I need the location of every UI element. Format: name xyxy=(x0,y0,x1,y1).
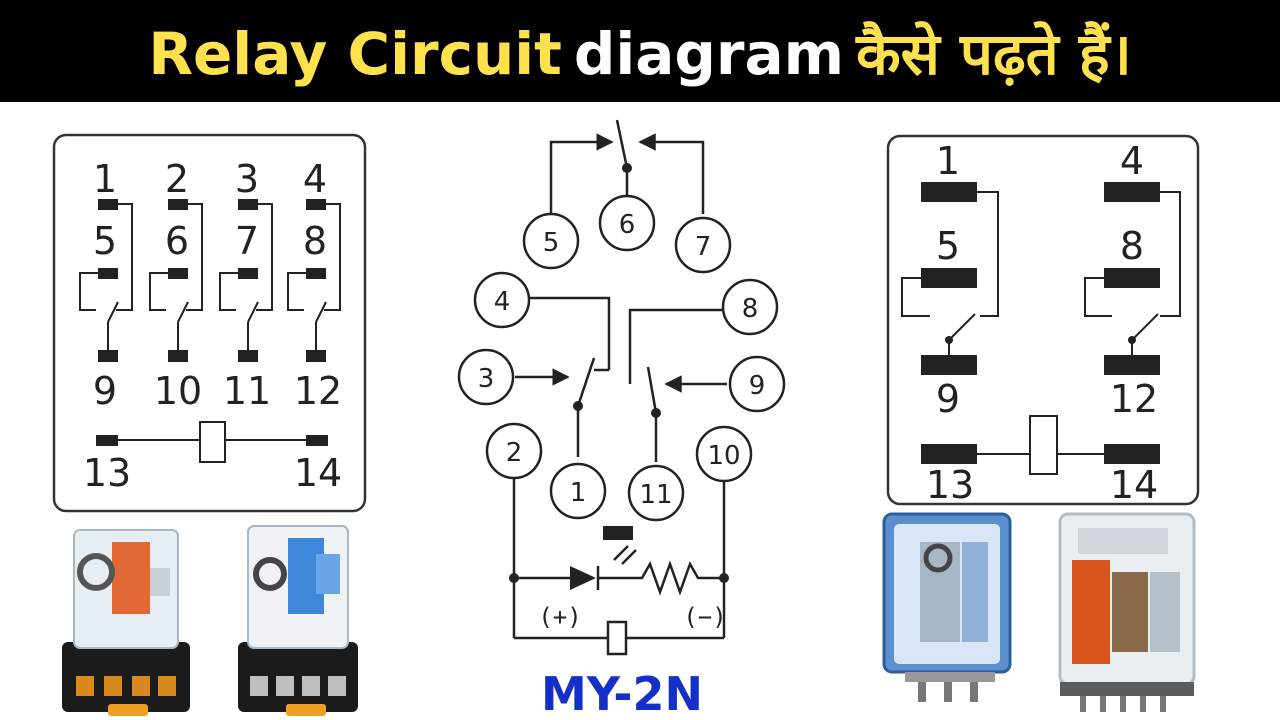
relay-photo-blue-large xyxy=(882,512,1012,702)
relay-photo-orange-large xyxy=(1058,512,1196,712)
left-coil xyxy=(96,421,328,463)
center-pin-3: 3 xyxy=(457,348,515,406)
center-pin-4: 4 xyxy=(473,271,531,329)
svg-text:1: 1 xyxy=(570,478,587,508)
right-contact-group xyxy=(901,182,1181,375)
left-contact-col-2 xyxy=(149,199,203,362)
right-pin-1: 1 xyxy=(936,139,960,183)
model-label: MY-2N xyxy=(541,667,703,720)
relay-photo-orange xyxy=(62,529,190,716)
svg-text:7: 7 xyxy=(695,232,712,262)
left-contact-col-1 xyxy=(79,199,133,362)
right-pin-12: 12 xyxy=(1110,377,1158,421)
center-pin-1: 1 xyxy=(549,462,607,520)
right-pin-13: 13 xyxy=(926,463,974,507)
right-contact-right xyxy=(1084,182,1181,375)
left-contact-col-4 xyxy=(287,199,341,362)
left-pin-10: 10 xyxy=(154,369,202,413)
left-pin-9: 9 xyxy=(93,369,117,413)
left-pin-7: 7 xyxy=(235,219,259,263)
svg-text:3: 3 xyxy=(478,364,495,394)
left-pin-2: 2 xyxy=(165,157,189,201)
title-part-diagram: diagram xyxy=(573,19,845,88)
title-part-hindi: कैसे पढ़ते हैं। xyxy=(856,19,1132,88)
center-pin-7: 7 xyxy=(674,216,732,274)
center-plus-label: (+) xyxy=(538,603,581,631)
svg-text:10: 10 xyxy=(707,441,740,471)
title-part-english: Relay Circuit xyxy=(148,19,562,88)
right-relay-diagram: 1 4 5 8 9 12 13 14 xyxy=(886,134,1200,507)
center-pin-9: 9 xyxy=(728,355,786,413)
svg-text:11: 11 xyxy=(639,480,672,510)
right-pin-8: 8 xyxy=(1120,224,1144,268)
svg-text:9: 9 xyxy=(749,371,766,401)
left-pin-4: 4 xyxy=(303,157,327,201)
right-diagram-frame xyxy=(886,134,1200,506)
left-contact-col-3 xyxy=(219,199,273,362)
center-pin-6: 6 xyxy=(598,194,656,252)
left-diagram-frame xyxy=(52,133,367,513)
left-contact-group xyxy=(79,199,341,362)
left-pin-11: 11 xyxy=(223,369,271,413)
relay-photo-blue xyxy=(238,525,358,716)
center-pin-8: 8 xyxy=(721,278,779,336)
svg-text:8: 8 xyxy=(742,294,759,324)
left-pin-14: 14 xyxy=(294,451,342,495)
left-pin-5: 5 xyxy=(93,219,117,263)
left-pin-8: 8 xyxy=(303,219,327,263)
center-pin-11: 11 xyxy=(627,464,685,522)
left-pin-3: 3 xyxy=(235,157,259,201)
svg-text:5: 5 xyxy=(543,228,560,258)
right-contact-left xyxy=(901,182,999,375)
center-pin-2: 2 xyxy=(485,422,543,480)
center-relay-diagram xyxy=(509,119,729,656)
right-pin-9: 9 xyxy=(936,377,960,421)
left-pin-13: 13 xyxy=(83,451,131,495)
right-pin-14: 14 xyxy=(1110,463,1158,507)
right-pin-5: 5 xyxy=(936,224,960,268)
right-pin-4: 4 xyxy=(1120,139,1144,183)
center-pin-5: 5 xyxy=(522,212,580,270)
svg-text:2: 2 xyxy=(506,438,523,468)
svg-text:4: 4 xyxy=(494,287,511,317)
center-pin-circles: 5 6 7 4 8 3 9 2 xyxy=(457,194,786,522)
left-pin-12: 12 xyxy=(294,369,342,413)
diagram-canvas: 1 2 3 4 5 6 7 8 9 10 11 12 13 14 xyxy=(52,119,1200,720)
svg-text:6: 6 xyxy=(619,210,636,240)
center-minus-label: (−) xyxy=(683,603,726,631)
left-pin-6: 6 xyxy=(165,219,189,263)
center-pin-10: 10 xyxy=(695,425,753,483)
right-coil xyxy=(921,415,1160,475)
left-pin-1: 1 xyxy=(93,157,117,201)
left-relay-diagram: 1 2 3 4 5 6 7 8 9 10 11 12 13 14 xyxy=(52,133,367,513)
